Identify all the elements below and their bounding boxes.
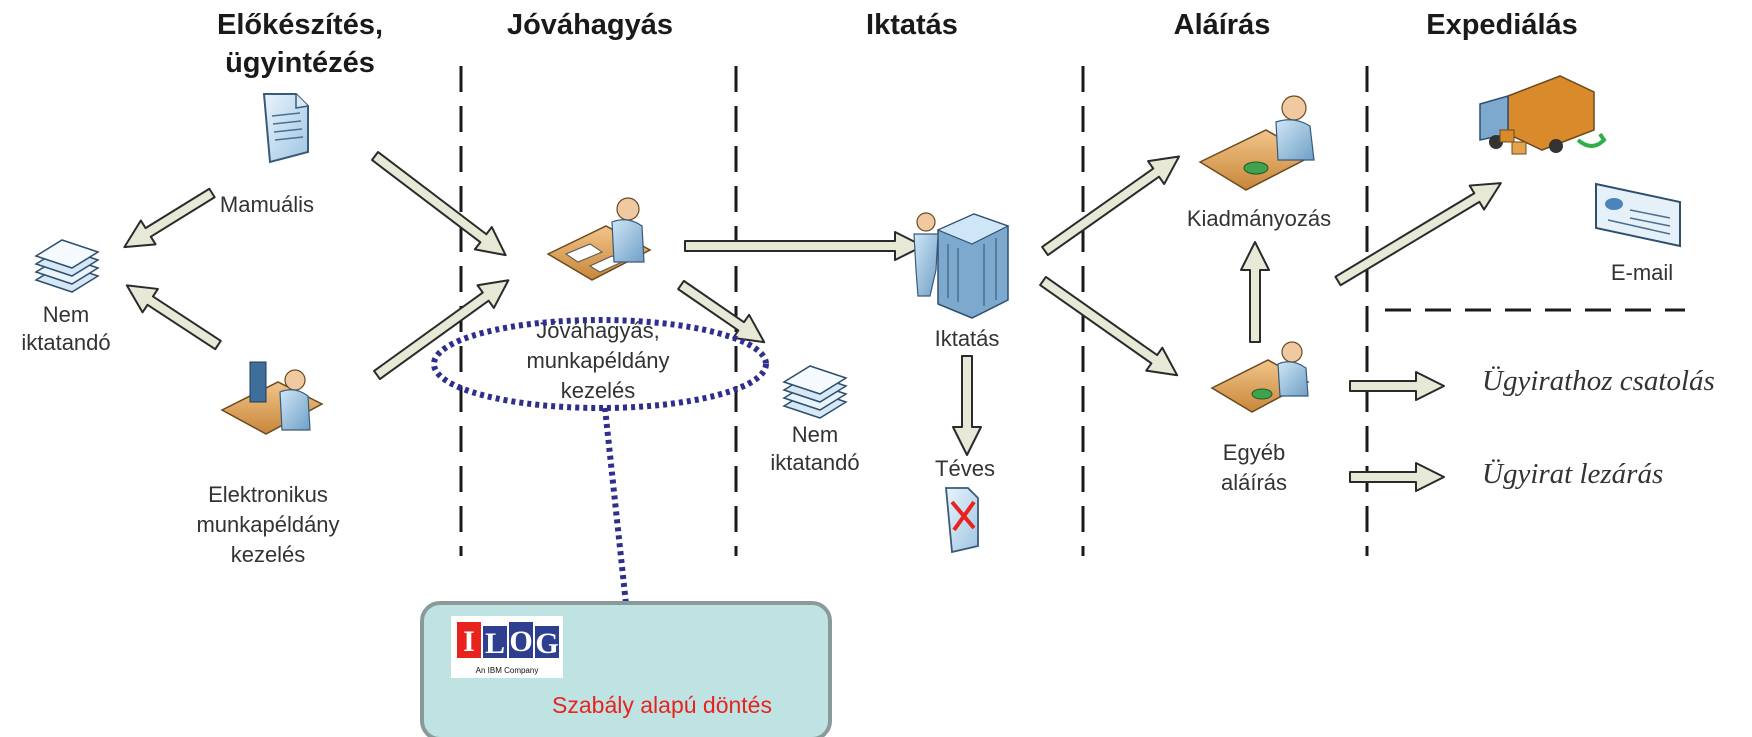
approval-label-2: munkapéldány <box>526 348 669 373</box>
highlight-ellipse <box>431 317 769 411</box>
not-registered-mid-label-2: iktatandó <box>770 450 859 475</box>
electronic-label-1: Elektronikus <box>208 482 328 507</box>
arrow-to-close <box>1349 462 1445 492</box>
email-label: E-mail <box>1611 260 1673 285</box>
phase-header-dispatch: Expediálás <box>1426 9 1578 41</box>
email-icon <box>1595 182 1681 248</box>
approval-person-icon <box>546 197 652 281</box>
document-icon <box>262 93 309 164</box>
arrow-manual-to-approval <box>370 151 507 257</box>
arrow-other-signing-to-issuing <box>1240 241 1270 343</box>
callout-connector <box>602 407 629 605</box>
signing-person-icon <box>1210 341 1310 413</box>
ilog-logo: I L O G An IBM Company <box>451 616 563 678</box>
other-signing-label-1: Egyéb <box>1223 440 1285 465</box>
close-label: Ügyirat lezárás <box>1482 458 1663 490</box>
arrow-to-attach <box>1349 371 1445 401</box>
arrow-manual-to-not-registered <box>123 187 216 249</box>
arrow-electronic-to-approval <box>373 279 510 381</box>
logo-letter-4: G <box>535 627 558 660</box>
workstation-person-icon <box>220 361 324 435</box>
phase-header-signing: Aláírás <box>1174 9 1271 41</box>
manual-label: Mamuális <box>220 192 314 217</box>
logo-subtitle: An IBM Company <box>476 666 539 675</box>
rejected-document-icon <box>945 487 979 554</box>
not-registered-left-label-2: iktatandó <box>21 330 110 355</box>
paper-stack-icon <box>782 365 848 419</box>
rule-engine-callout: I L O G An IBM Company Szabály alapú dön… <box>420 601 832 737</box>
arrow-registration-to-other-signing <box>1039 275 1179 377</box>
arrow-registration-to-issuing <box>1041 155 1181 257</box>
phase-header-prep-line2: ügyintézés <box>225 47 375 79</box>
logo-letter-2: L <box>485 627 505 660</box>
paper-stack-icon <box>34 239 100 293</box>
registration-label: Iktatás <box>935 326 1000 351</box>
attach-label: Ügyirathoz csatolás <box>1482 365 1715 397</box>
phase-header-prep-line1: Előkészítés, <box>217 9 383 41</box>
issuing-label: Kiadmányozás <box>1187 206 1331 231</box>
approval-label-3: kezelés <box>561 378 636 403</box>
logo-letter-3: O <box>509 625 532 658</box>
arrow-electronic-to-not-registered <box>125 284 222 351</box>
other-signing-label-2: aláírás <box>1221 470 1287 495</box>
arrow-approval-to-registration <box>684 231 924 261</box>
arrow-issuing-to-email <box>1334 182 1502 287</box>
electronic-label-3: kezelés <box>231 542 306 567</box>
arrow-approval-to-not-registered <box>677 279 766 344</box>
phase-header-approval: Jóváhagyás <box>507 9 673 41</box>
logo-letter-1: I <box>463 625 475 658</box>
rule-decision-label: Szabály alapú döntés <box>552 692 772 718</box>
wrong-label: Téves <box>935 456 995 481</box>
electronic-label-2: munkapéldány <box>196 512 339 537</box>
not-registered-mid-label-1: Nem <box>792 422 838 447</box>
delivery-truck-icon <box>1479 75 1607 155</box>
not-registered-left-label-1: Nem <box>43 302 89 327</box>
phase-header-registration: Iktatás <box>866 9 958 41</box>
issuing-person-icon <box>1198 95 1315 191</box>
server-person-icon <box>913 212 1010 319</box>
arrow-registration-to-wrong <box>952 355 982 456</box>
